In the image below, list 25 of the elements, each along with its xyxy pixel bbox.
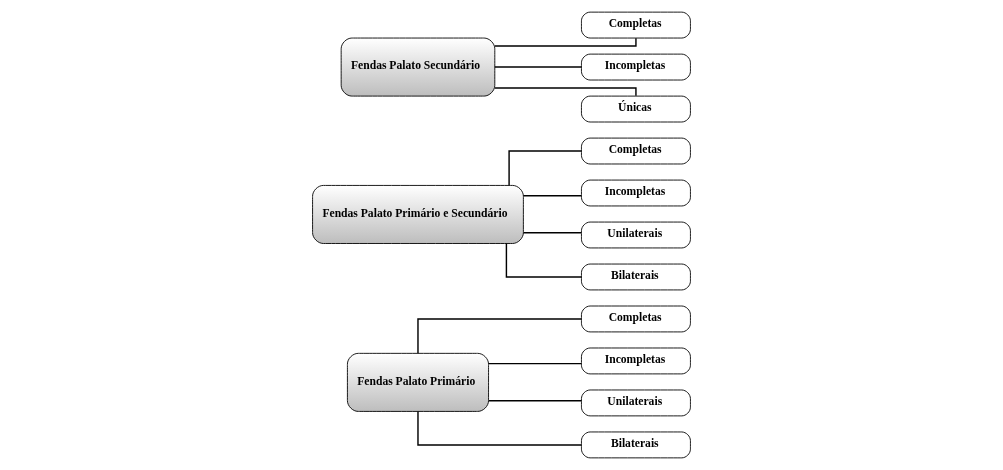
node-box: Completas — [581, 137, 691, 165]
connector — [488, 400, 583, 402]
node-box: Unilaterais — [581, 389, 691, 417]
connector — [494, 87, 637, 97]
node-box: Completas — [581, 11, 691, 39]
connector — [417, 318, 582, 354]
connector — [494, 66, 583, 68]
node-box: Unilaterais — [581, 221, 691, 249]
node-box: Incompletas — [581, 53, 691, 81]
connector — [508, 150, 583, 187]
connector — [488, 362, 583, 365]
node-box: Incompletas — [581, 179, 691, 207]
connector — [522, 232, 582, 234]
connector — [522, 195, 582, 197]
node-box: Únicas — [581, 95, 691, 123]
node-box: Incompletas — [581, 347, 691, 375]
node-box: Fendas Palato Primário e Secundário — [312, 184, 524, 244]
node-box: Fendas Palato Secundário — [340, 37, 496, 97]
node-box: Bilaterais — [581, 431, 691, 459]
connector — [494, 37, 637, 47]
node-box: Fendas Palato Primário — [346, 352, 489, 412]
connector — [417, 410, 582, 446]
node-box: Bilaterais — [581, 263, 691, 291]
connector — [505, 242, 583, 278]
node-box: Completas — [581, 305, 691, 333]
